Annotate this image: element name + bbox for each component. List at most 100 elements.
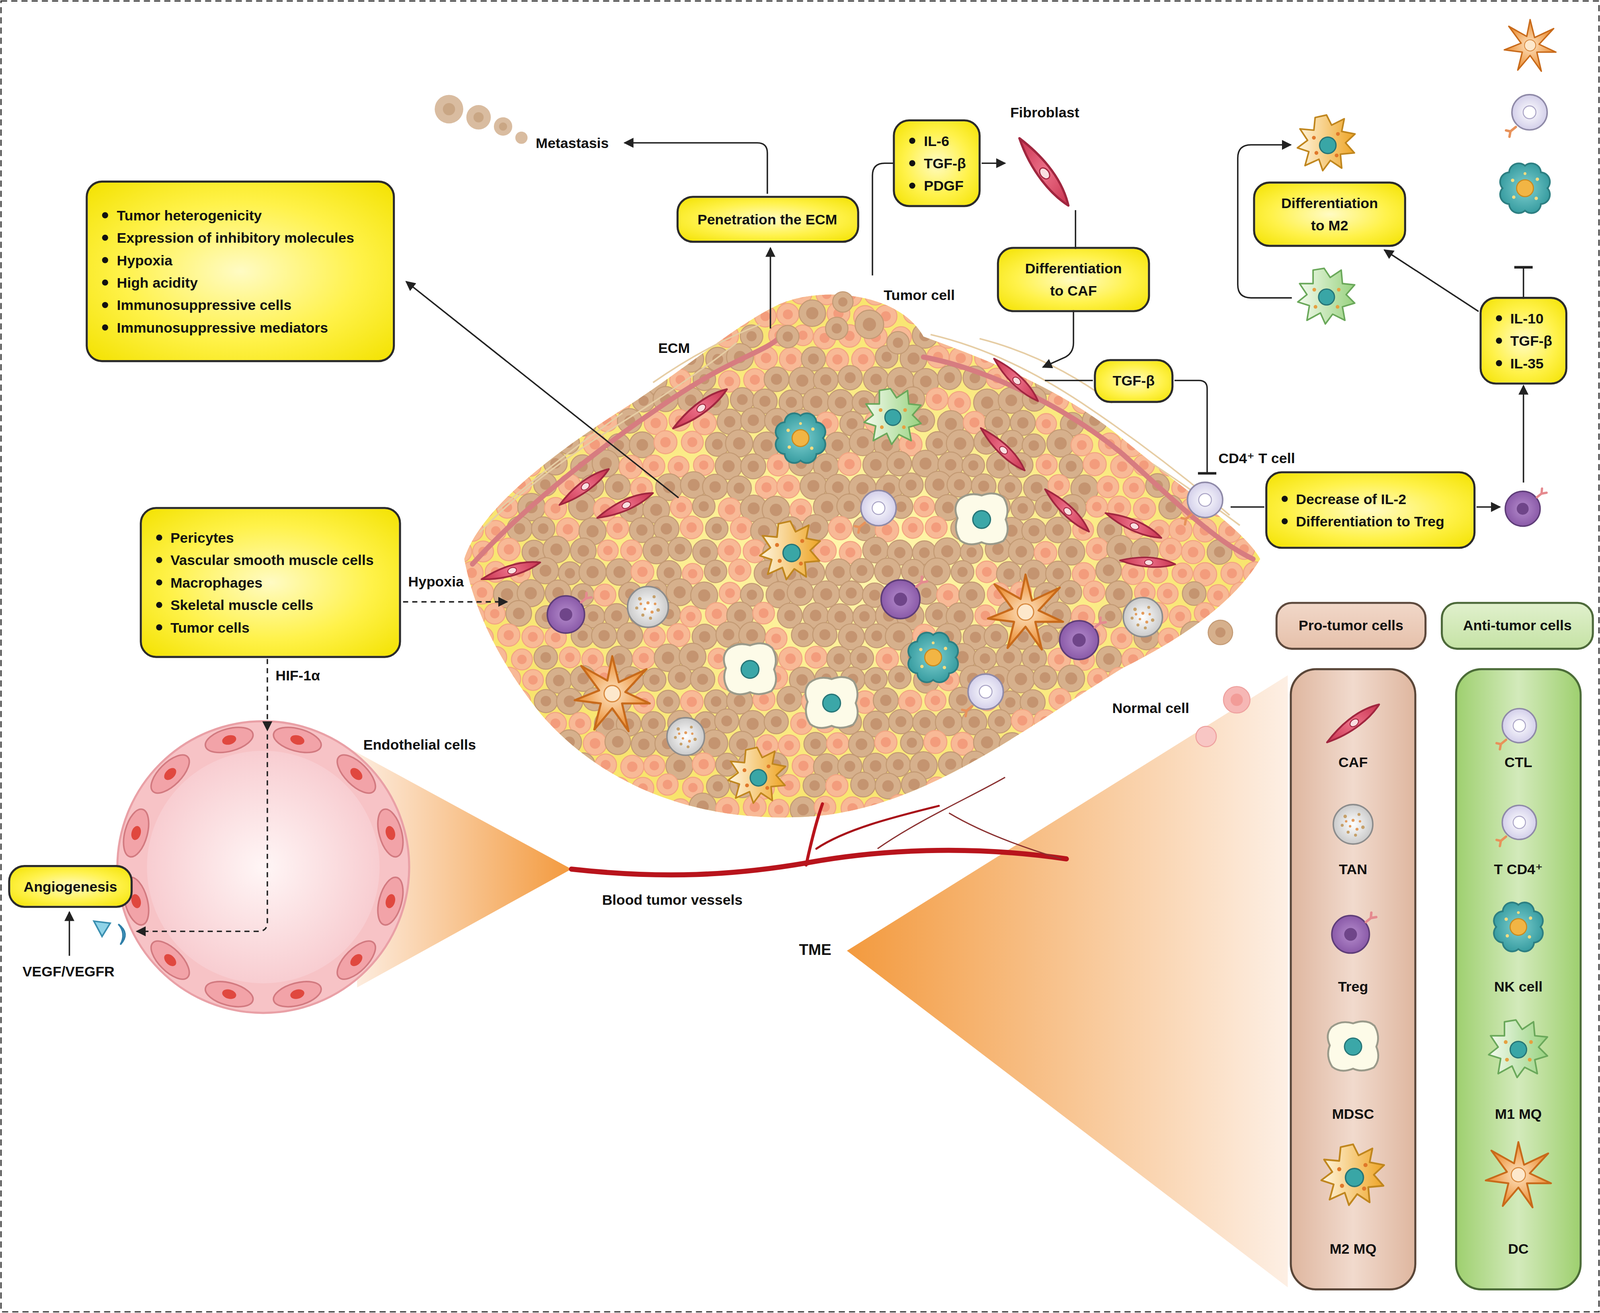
- cell-body: [497, 283, 520, 306]
- cell-nucleus: [1006, 352, 1017, 363]
- cell-nucleus: [1236, 504, 1247, 516]
- cell-nucleus: [1177, 483, 1187, 493]
- cell-nucleus: [1140, 588, 1150, 598]
- cell-nucleus: [881, 565, 894, 578]
- cell-nucleus: [1176, 394, 1187, 405]
- cell-nucleus: [477, 458, 490, 472]
- tumor-cell: [619, 368, 642, 392]
- cell-nucleus: [504, 459, 515, 470]
- tumor-cell: [925, 388, 949, 411]
- cell-nucleus: [1165, 544, 1176, 555]
- cell-body: [899, 473, 924, 498]
- cell-nucleus: [1151, 436, 1163, 448]
- cell-nucleus: [991, 416, 1003, 428]
- cell-nucleus: [613, 566, 626, 579]
- cell-nucleus: [1227, 568, 1238, 579]
- cell-body: [1083, 581, 1105, 603]
- cell-body: [984, 624, 1009, 649]
- cell-nucleus: [525, 330, 537, 342]
- tumor-cell: [1146, 302, 1167, 324]
- tumor-cell: [951, 560, 974, 584]
- tumor-cell: [448, 670, 470, 692]
- cell-nucleus: [1077, 352, 1087, 362]
- cell-body: [1135, 667, 1158, 689]
- cell-nucleus: [819, 546, 830, 557]
- tumor-cell: [864, 667, 888, 691]
- cell-nucleus: [978, 480, 990, 492]
- cell-nucleus: [502, 333, 514, 344]
- cell-nucleus: [1089, 587, 1099, 597]
- cell-nucleus: [746, 288, 756, 299]
- cell-body: [522, 669, 544, 691]
- cell-nucleus: [856, 482, 869, 495]
- cell-nucleus: [1104, 610, 1116, 622]
- cell-nucleus: [944, 459, 957, 471]
- cell-nucleus: [661, 651, 675, 665]
- cell-body: [1086, 538, 1109, 561]
- cell-nucleus: [783, 693, 795, 705]
- cell-nucleus: [636, 524, 648, 536]
- cell-body: [462, 347, 485, 371]
- cell-nucleus: [773, 589, 786, 601]
- cell-nucleus: [893, 458, 906, 470]
- tumor-cell: [704, 560, 727, 583]
- tumor-cell: [1217, 346, 1241, 370]
- cell-body: [863, 366, 889, 393]
- cell-body: [1218, 388, 1240, 410]
- cell-nucleus: [809, 521, 822, 534]
- cell-body: [448, 626, 473, 651]
- cell-nucleus: [733, 695, 746, 707]
- cell-nucleus: [577, 287, 588, 298]
- cell-nucleus: [490, 398, 501, 408]
- cell-body: [1057, 665, 1085, 693]
- tumor-cell: [1209, 282, 1232, 306]
- cell-nucleus: [831, 439, 844, 452]
- cell-nucleus: [1225, 526, 1236, 537]
- cell-nucleus: [905, 696, 916, 708]
- cell-nucleus: [1126, 440, 1138, 451]
- cell-nucleus: [1226, 481, 1237, 492]
- cell-nucleus: [870, 674, 881, 685]
- cell-nucleus: [907, 352, 920, 365]
- cell-body: [629, 432, 656, 459]
- cell-nucleus: [722, 460, 735, 473]
- cell-body: [705, 517, 729, 541]
- cell-nucleus: [1187, 376, 1199, 387]
- cell-nucleus: [833, 566, 845, 579]
- cell-nucleus: [1054, 437, 1067, 450]
- cell-nucleus: [1188, 588, 1200, 600]
- tumor-cell: [668, 537, 692, 562]
- cell-nucleus: [1166, 673, 1176, 683]
- cell-nucleus: [1189, 415, 1200, 426]
- cell-body: [668, 665, 693, 690]
- tumor-cell: [1181, 324, 1205, 349]
- cell-body: [873, 688, 899, 714]
- tumor-cell: [776, 686, 802, 712]
- cell-body: [558, 389, 582, 413]
- cell-nucleus: [920, 587, 932, 599]
- cell-body: [974, 347, 996, 369]
- cell-nucleus: [1252, 609, 1262, 620]
- cell-nucleus: [892, 630, 906, 643]
- cell-nucleus: [1252, 654, 1263, 665]
- cell-body: [1155, 278, 1183, 306]
- cell-body: [1181, 540, 1205, 564]
- cell-nucleus: [769, 503, 783, 517]
- cell-body: [458, 302, 482, 326]
- cell-body: [1108, 324, 1130, 346]
- cell-body: [1194, 602, 1216, 625]
- tumor-cell: [1258, 368, 1281, 391]
- cell-body: [1207, 584, 1230, 607]
- cell-body: [718, 539, 741, 562]
- cell-nucleus: [688, 569, 698, 579]
- cell-nucleus: [1041, 632, 1053, 643]
- tumor-cell: [1254, 669, 1277, 692]
- cell-body: [705, 602, 729, 626]
- cell-nucleus: [526, 288, 537, 299]
- cell-body: [743, 368, 767, 391]
- cell-body: [1245, 648, 1269, 672]
- tumor-cell: [460, 519, 484, 542]
- cell-nucleus: [528, 675, 538, 685]
- cell-nucleus: [834, 610, 846, 623]
- cell-body: [862, 452, 889, 479]
